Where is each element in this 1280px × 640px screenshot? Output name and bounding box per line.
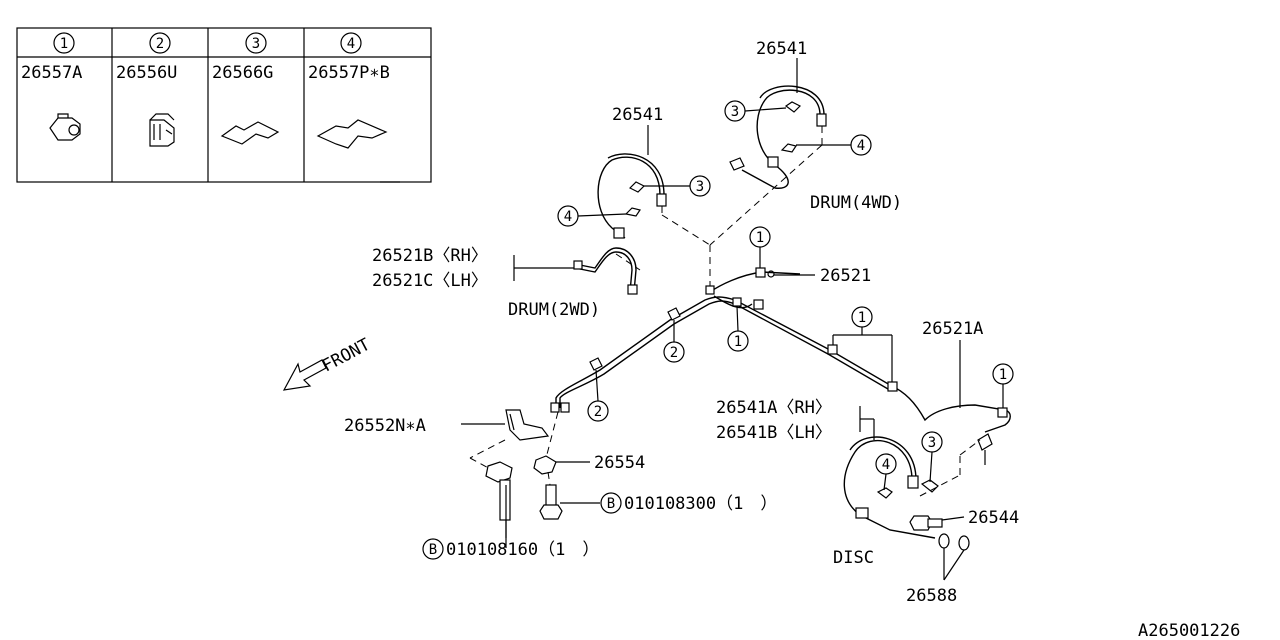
callout-3-2wd: 3	[696, 179, 704, 195]
drum-4wd-label: DRUM(4WD)	[810, 193, 902, 213]
callout-3-4wd: 3	[731, 104, 739, 120]
disc-label: DISC	[833, 548, 874, 568]
drum-2wd-label: DRUM(2WD)	[508, 300, 600, 320]
hose-drum-2wd: 26541 3 4	[557, 105, 711, 288]
bracket-assembly: 26552N∗A	[344, 409, 559, 538]
callout-1-pair: 1	[832, 306, 893, 382]
diagram-id: A265001226	[1138, 621, 1240, 640]
hose-disc-rh-label: 26541A〈RH〉	[716, 398, 832, 418]
legend-index-2: 2	[156, 36, 164, 52]
bolt-upper-b: B	[607, 496, 615, 512]
bolt-lower-label: 010108160（1 ）	[446, 540, 599, 560]
svg-text:1: 1	[734, 334, 742, 350]
bolt-upper: B 010108300（1 ）	[539, 484, 777, 520]
union-bolt-assembly: 26544 26588	[906, 508, 1019, 606]
callout-4-4wd: 4	[857, 138, 865, 154]
bolt-lower-b: B	[429, 542, 437, 558]
svg-text:1: 1	[756, 230, 764, 246]
pipe-26521a-label: 26521A	[922, 319, 983, 339]
hose-disc: 26541A〈RH〉 26541B〈LH〉 4 3 DISC	[716, 398, 981, 568]
legend-part-2: 26556U	[116, 63, 177, 83]
svg-text:1: 1	[858, 310, 866, 326]
legend-part-3: 26566G	[212, 63, 273, 83]
legend-index-3: 3	[252, 36, 260, 52]
callout-4-2wd: 4	[564, 209, 572, 225]
clip-icon-1	[49, 113, 81, 141]
hose-2wd-label: 26541	[612, 105, 663, 125]
svg-text:2: 2	[670, 345, 678, 361]
bolt-lower: B 010108160（1 ）	[422, 520, 599, 560]
legend-part-1: 26557A	[21, 63, 82, 83]
front-label: FRONT	[319, 335, 374, 377]
legend-index-4: 4	[347, 36, 355, 52]
main-pipe	[550, 267, 1011, 465]
callout-1-right: 1	[992, 363, 1014, 408]
svg-text:1: 1	[999, 367, 1007, 383]
gasket-label: 26588	[906, 586, 957, 606]
clip-icon-4	[316, 119, 388, 149]
pipe-lh-label: 26521C〈LH〉	[372, 271, 488, 291]
legend-table: 1 2 3 4 26557A 26556U 26566G 26557P∗B	[16, 27, 432, 183]
callout-1-bottom: 1	[727, 305, 749, 352]
hose-drum-4wd: 26541 3 4 DRUM(4WD)	[709, 39, 902, 246]
svg-text:2: 2	[594, 404, 602, 420]
clip-icon-3	[220, 121, 280, 145]
pipe-26521-label: 26521	[820, 266, 871, 286]
callout-2-upper: 2	[663, 320, 685, 363]
callout-1-top: 1	[749, 226, 771, 268]
pipe-26521bc: 26521B〈RH〉 26521C〈LH〉 DRUM(2WD)	[372, 246, 641, 320]
union-bolt-label: 26544	[968, 508, 1019, 528]
clamp-26554: 26554	[533, 453, 645, 486]
callout-2-lower: 2	[587, 369, 609, 422]
callout-4-disc: 4	[882, 457, 890, 473]
pipe-rh-label: 26521B〈RH〉	[372, 246, 488, 266]
bolt-upper-label: 010108300（1 ）	[624, 494, 777, 514]
clip-icon-2	[149, 113, 175, 147]
legend-part-4: 26557P∗B	[308, 63, 390, 83]
bracket-label: 26552N∗A	[344, 416, 426, 436]
hose-disc-lh-label: 26541B〈LH〉	[716, 423, 832, 443]
callout-3-disc: 3	[928, 435, 936, 451]
front-arrow: FRONT	[282, 335, 374, 391]
hose-4wd-label: 26541	[756, 39, 807, 59]
clamp-label: 26554	[594, 453, 645, 473]
legend-index-1: 1	[60, 36, 68, 52]
